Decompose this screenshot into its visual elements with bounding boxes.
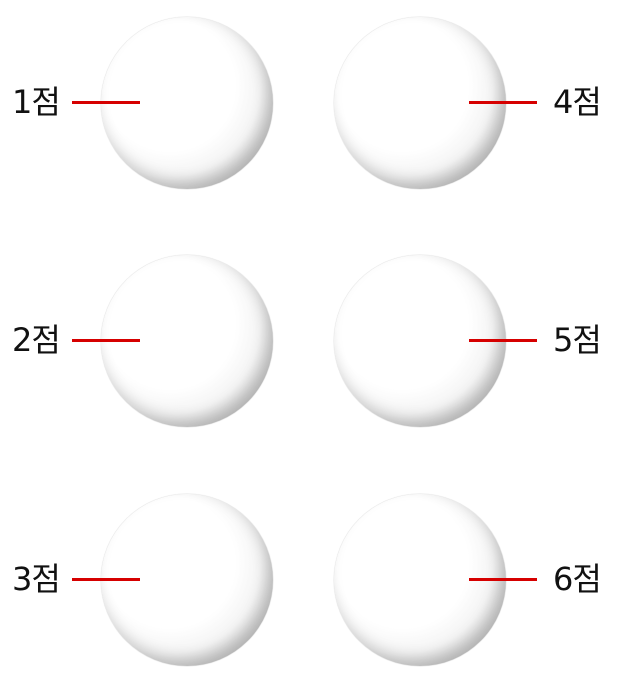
leader-line-dot-5 <box>469 339 537 342</box>
label-dot-2: 2점 <box>12 321 61 359</box>
label-dot-1: 1점 <box>12 83 61 121</box>
leader-line-dot-3 <box>72 578 140 581</box>
leader-line-dot-2 <box>72 339 140 342</box>
label-dot-6: 6점 <box>553 560 602 598</box>
leader-line-dot-4 <box>469 101 537 104</box>
label-dot-3: 3점 <box>12 560 61 598</box>
label-dot-4: 4점 <box>553 83 602 121</box>
leader-line-dot-1 <box>72 101 140 104</box>
leader-line-dot-6 <box>469 578 537 581</box>
label-dot-5: 5점 <box>553 321 602 359</box>
